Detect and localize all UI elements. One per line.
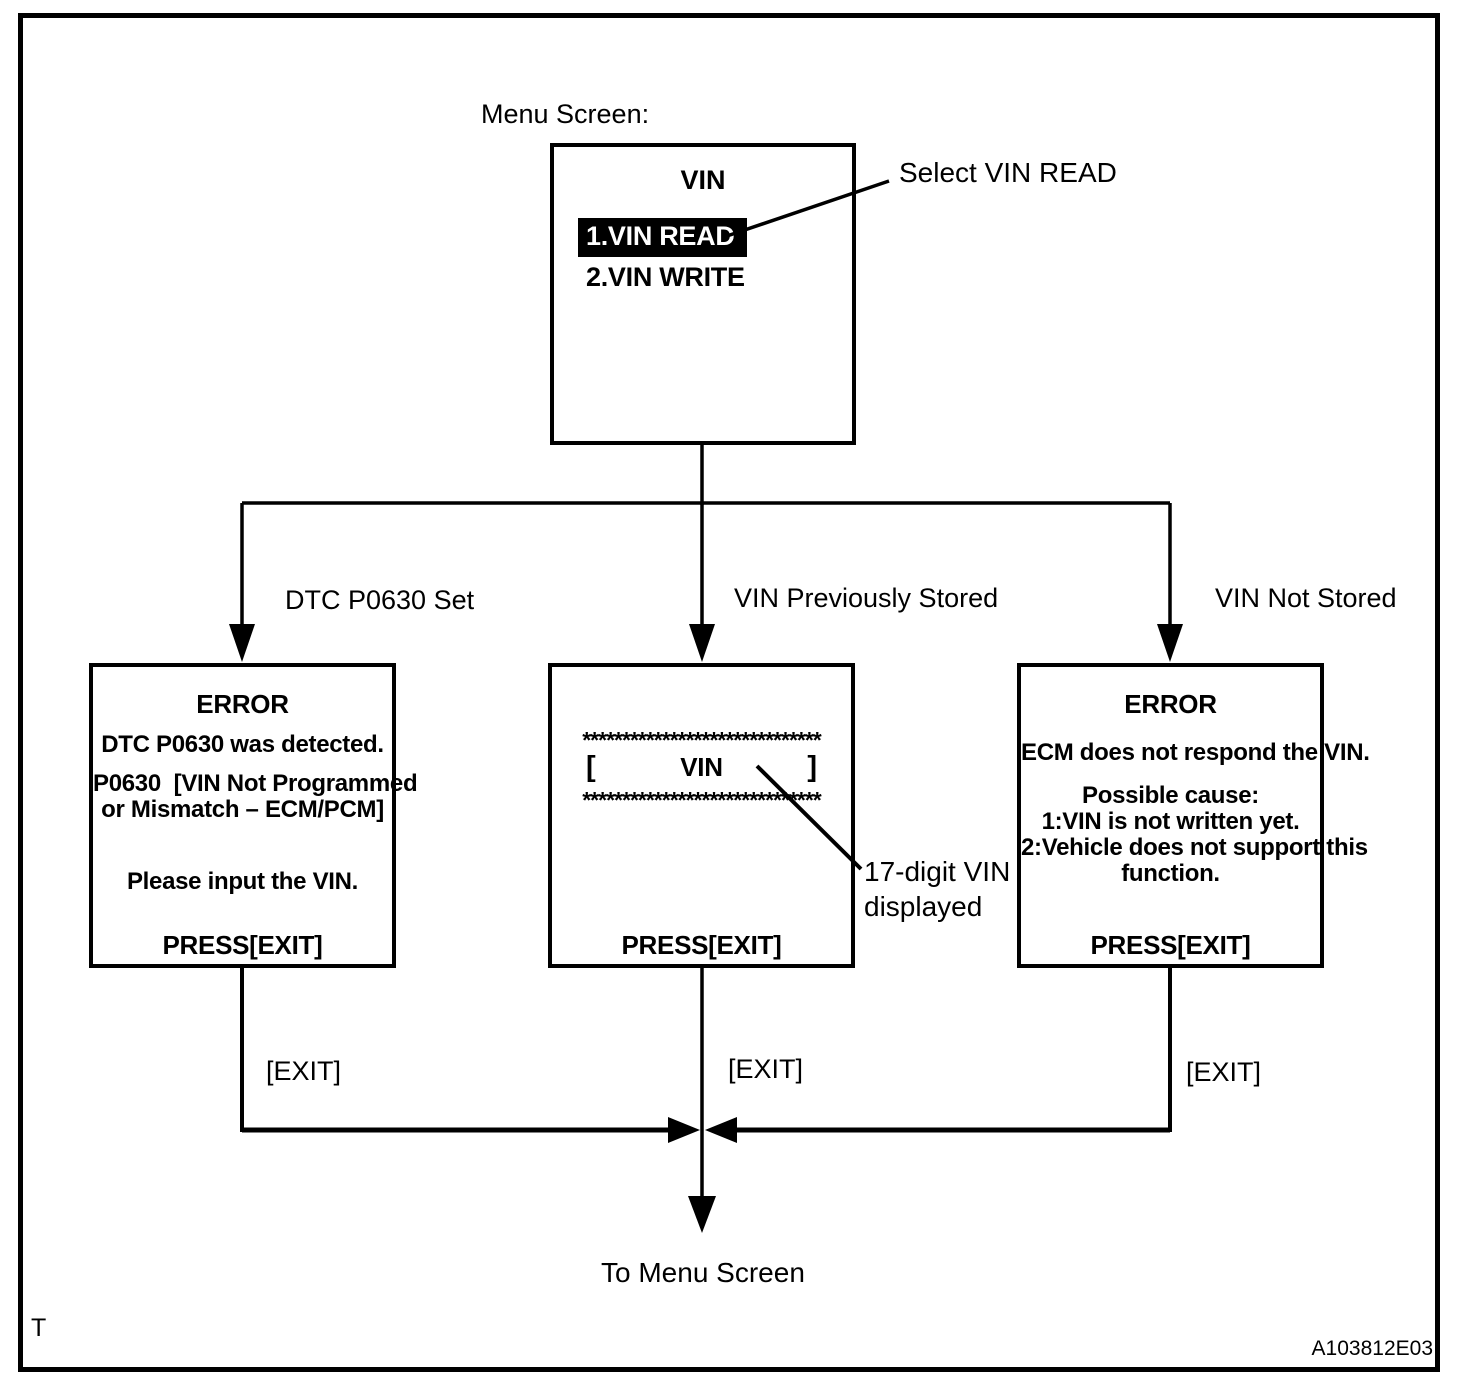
- to-menu-screen-label: To Menu Screen: [601, 1257, 805, 1288]
- star-separator-bottom: ******************************: [582, 787, 822, 813]
- screen-line: ECM does not respond the VIN.: [1021, 739, 1370, 766]
- branch-label-vin-previously-stored: VIN Previously Stored: [734, 583, 999, 613]
- exit-label-left: [EXIT]: [266, 1056, 342, 1086]
- vin-label: VIN: [680, 752, 723, 782]
- vin-displayed-annotation-line2: displayed: [864, 891, 983, 922]
- screen-footer-press-exit: PRESS[EXIT]: [1090, 930, 1251, 960]
- screen-line: function.: [1121, 860, 1220, 887]
- screen-title: ERROR: [1124, 689, 1217, 719]
- vin-display-screen: ****************************** [ VIN ] *…: [548, 663, 855, 968]
- screen-line: or Mismatch – ECM/PCM]: [101, 796, 384, 823]
- menu-item-vin-write: 2.VIN WRITE: [586, 262, 745, 292]
- corner-letter: T: [31, 1314, 47, 1342]
- menu-item-list: 1.VIN READ 2.VIN WRITE: [578, 218, 747, 293]
- error-screen-no-response: ERROR ECM does not respond the VIN. Poss…: [1017, 663, 1370, 968]
- menu-item-vin-read: 1.VIN READ: [578, 218, 747, 257]
- menu-screen-box: VIN 1.VIN READ 2.VIN WRITE: [550, 143, 856, 445]
- branch-label-dtc-p0630-set: DTC P0630 Set: [285, 585, 475, 615]
- screen-line: DTC P0630 was detected.: [101, 731, 384, 758]
- screen-line: 1:VIN is not written yet.: [1041, 808, 1300, 835]
- error-screen-dtc-p0630: ERROR DTC P0630 was detected. P0630 [VIN…: [89, 663, 418, 968]
- vin-value-row: [ VIN ]: [586, 751, 817, 784]
- screen-footer-press-exit: PRESS[EXIT]: [621, 930, 782, 960]
- star-separator-top: ******************************: [582, 727, 822, 753]
- screen-footer-press-exit: PRESS[EXIT]: [162, 930, 323, 960]
- exit-label-middle: [EXIT]: [728, 1054, 804, 1084]
- figure-id: A103812E03: [1311, 1337, 1433, 1360]
- bracket-close: ]: [807, 751, 817, 783]
- screen-line: 2:Vehicle does not support this: [1021, 834, 1368, 861]
- screen-line: Possible cause:: [1082, 782, 1259, 809]
- bracket-open: [: [586, 751, 596, 783]
- screen-line: Please input the VIN.: [126, 868, 359, 895]
- vin-displayed-annotation-line1: 17-digit VIN: [864, 856, 1011, 887]
- screen-line: P0630 [VIN Not Programmed: [93, 770, 418, 797]
- select-vin-read-annotation: Select VIN READ: [899, 157, 1117, 188]
- menu-screen-title: VIN: [680, 165, 726, 195]
- page-border: [18, 13, 1440, 1372]
- branch-label-vin-not-stored: VIN Not Stored: [1215, 583, 1397, 613]
- exit-label-right: [EXIT]: [1186, 1057, 1262, 1087]
- screen-title: ERROR: [196, 689, 289, 719]
- menu-screen-caption: Menu Screen:: [481, 99, 650, 129]
